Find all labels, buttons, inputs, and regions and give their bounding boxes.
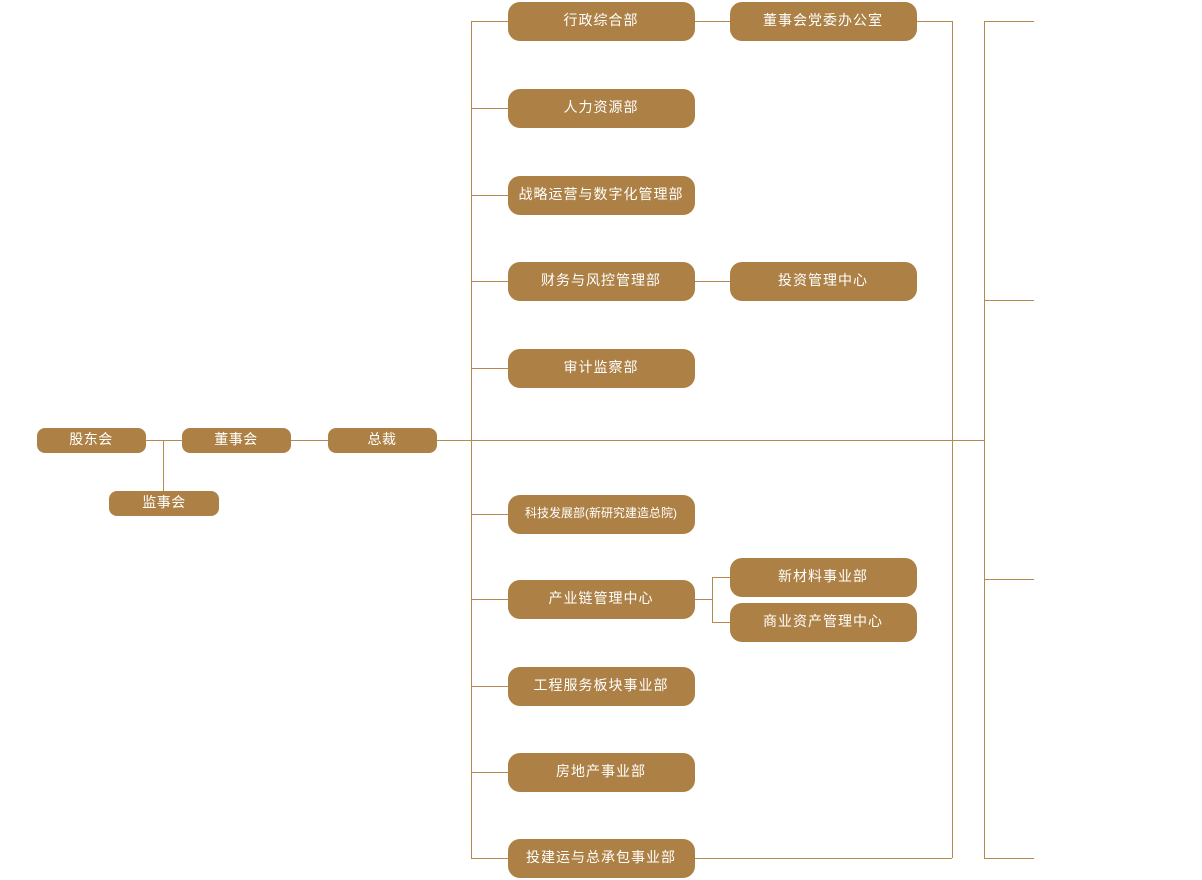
- org-node-real-estate-dept: 房地产事业部: [507, 752, 695, 792]
- connector-line: [471, 686, 508, 687]
- connector-line: [917, 21, 952, 22]
- connector-line: [984, 21, 985, 858]
- org-node-label: 工程服务板块事业部: [533, 677, 669, 694]
- org-node-label: 行政综合部: [563, 12, 639, 29]
- connector-line: [984, 579, 1034, 580]
- connector-line: [695, 599, 712, 600]
- org-node-label: 投建运与总承包事业部: [526, 849, 676, 866]
- connector-line: [695, 21, 730, 22]
- connector-line: [471, 858, 508, 859]
- connector-line: [291, 440, 328, 441]
- org-node-label: 商业资产管理中心: [763, 613, 883, 630]
- connector-line: [471, 108, 508, 109]
- org-node-president: 总裁: [327, 427, 437, 453]
- connector-line: [712, 577, 730, 578]
- org-node-label: 投资管理中心: [778, 272, 868, 289]
- connector-line: [471, 514, 508, 515]
- org-node-label: 审计监察部: [563, 359, 639, 376]
- connector-line: [471, 21, 508, 22]
- org-node-admin-general-dept: 行政综合部: [507, 1, 695, 41]
- org-node-engineering-services-dept: 工程服务板块事业部: [507, 666, 695, 706]
- org-node-label: 总裁: [367, 431, 397, 448]
- org-node-label: 监事会: [142, 494, 186, 511]
- org-node-hr-dept: 人力资源部: [507, 88, 695, 128]
- org-node-audit-supervision-dept: 审计监察部: [507, 348, 695, 388]
- org-node-board-of-directors: 董事会: [181, 427, 291, 453]
- connector-line: [984, 300, 1034, 301]
- org-node-industry-chain-center: 产业链管理中心: [507, 579, 695, 619]
- connector-line: [146, 440, 182, 441]
- org-node-label: 董事会: [214, 431, 258, 448]
- connector-line: [471, 21, 472, 858]
- connector-line: [437, 440, 984, 441]
- org-node-commercial-assets-center: 商业资产管理中心: [729, 602, 917, 642]
- connector-line: [471, 772, 508, 773]
- connector-line: [471, 368, 508, 369]
- org-node-label: 战略运营与数字化管理部: [518, 186, 684, 203]
- org-node-new-materials-dept: 新材料事业部: [729, 557, 917, 597]
- org-node-finance-risk-dept: 财务与风控管理部: [507, 261, 695, 301]
- org-node-label: 董事会党委办公室: [763, 12, 883, 29]
- org-node-label: 科技发展部(新研究建造总院): [525, 506, 677, 521]
- connector-line: [984, 858, 1034, 859]
- org-node-label: 房地产事业部: [556, 763, 646, 780]
- connector-line: [471, 195, 508, 196]
- org-node-investment-mgmt-center: 投资管理中心: [729, 261, 917, 301]
- org-node-label: 股东会: [69, 431, 113, 448]
- connector-line: [952, 21, 953, 858]
- org-node-epc-dept: 投建运与总承包事业部: [507, 838, 695, 878]
- connector-line: [984, 21, 1034, 22]
- connector-line: [712, 622, 730, 623]
- org-node-shareholders-meeting: 股东会: [36, 427, 146, 453]
- connector-line: [163, 440, 164, 491]
- org-node-tech-development-dept: 科技发展部(新研究建造总院): [507, 494, 695, 534]
- org-node-label: 产业链管理中心: [548, 590, 654, 607]
- org-node-label: 人力资源部: [563, 99, 639, 116]
- org-node-label: 新材料事业部: [778, 568, 868, 585]
- org-node-label: 财务与风控管理部: [541, 272, 661, 289]
- connector-line: [471, 281, 508, 282]
- connector-line: [712, 577, 713, 622]
- connector-line: [695, 858, 952, 859]
- connector-line: [695, 281, 730, 282]
- org-node-strategy-digital-dept: 战略运营与数字化管理部: [507, 175, 695, 215]
- org-node-board-party-office: 董事会党委办公室: [729, 1, 917, 41]
- connector-line: [471, 599, 508, 600]
- org-node-supervisory-board: 监事会: [109, 490, 219, 516]
